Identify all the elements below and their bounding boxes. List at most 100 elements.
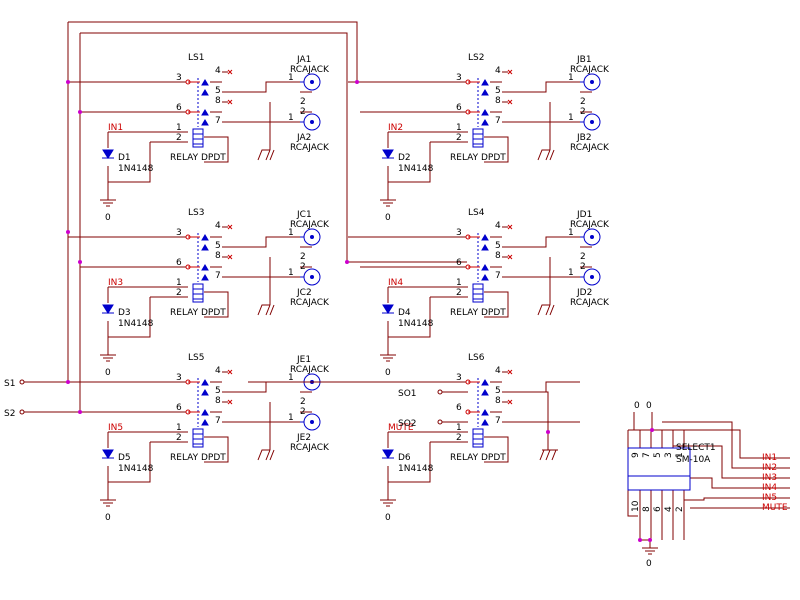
jack-bottom-ref: JE2 [296,433,311,443]
jack-top-pin-sig: 1 [288,228,294,238]
pin-8: 8 [495,251,501,261]
selector-bottom-pin: 10 [631,500,641,512]
pin-2: 2 [456,288,462,298]
junction-dot [638,538,642,542]
pin-3: 3 [456,73,462,83]
relay-value: RELAY DPDT [450,453,506,463]
diode-value: 1N4148 [118,319,154,329]
selector-top-pin: 7 [642,452,652,458]
junction-dot [650,428,654,432]
jack-top-pin-sig: 1 [288,73,294,83]
pin-1: 1 [176,423,182,433]
selector-top-pin: 3 [664,452,674,458]
so2-label: SO2 [398,419,417,429]
input-net-label: IN4 [388,278,403,288]
jack-bottom-pin-sig: 1 [568,268,574,278]
ground-label: 0 [385,368,391,378]
pin-8: 8 [495,396,501,406]
relay-ref: LS2 [468,53,484,63]
relay-ref: LS3 [188,208,204,218]
junction-dot [78,260,82,264]
jack-top-pin-gnd: 2 [300,397,306,407]
diode-ref: D4 [398,308,411,318]
diode-value: 1N4148 [398,464,434,474]
relay-ref: LS4 [468,208,485,218]
jack-top-pin-sig: 1 [568,73,574,83]
jack-bottom-pin-sig: 1 [288,268,294,278]
relay-value: RELAY DPDT [450,153,506,163]
junction-dot [648,538,652,542]
pin-3: 3 [176,228,182,238]
selector-ref: SELECT1 [676,443,716,453]
jack-top-ref: JD1 [576,210,592,220]
pin-1: 1 [456,278,462,288]
input-net-label: IN2 [388,123,403,133]
jack-bottom-pin-gnd: 2 [300,262,306,272]
relay-ref: LS6 [468,353,485,363]
jack-bottom-value: RCAJACK [290,443,330,453]
pin-7: 7 [495,271,501,281]
svg-text:S1: S1 [4,379,15,389]
selector-top-pin: 9 [631,452,641,458]
jack-top-value: RCAJACK [570,65,610,75]
junction-dot [78,110,82,114]
selector-net-in1: IN1 [762,453,777,463]
jack-top-value: RCAJACK [570,220,610,230]
pin-4: 4 [215,66,221,76]
pin-7: 7 [215,416,221,426]
selector-net-in2: IN2 [762,463,777,473]
pin-5: 5 [495,386,501,396]
pin-5: 5 [215,386,221,396]
diode-ref: D2 [398,153,411,163]
relay-ref: LS5 [188,353,204,363]
pin-2: 2 [176,288,182,298]
diode-value: 1N4148 [398,319,434,329]
jack-bottom-value: RCAJACK [290,143,330,153]
selector-net-in3: IN3 [762,473,777,483]
jack-bottom-ref: JC2 [296,288,312,298]
jack-top-ref: JB1 [576,55,592,65]
bus-wires [67,21,467,412]
jack-bottom-ref: JA2 [296,133,311,143]
pin-4: 4 [495,66,501,76]
selector-net-mute: MUTE [762,503,788,513]
pin-4: 4 [215,366,221,376]
junction-dot [355,80,359,84]
pin-2: 2 [176,433,182,443]
jack-top-pin-gnd: 2 [580,97,586,107]
selector-ground [642,547,658,555]
pin-5: 5 [215,241,221,251]
pin-6: 6 [456,103,462,113]
input-net-label: IN3 [108,278,123,288]
jack-bottom-value: RCAJACK [570,143,610,153]
jack-top-pin-sig: 1 [568,228,574,238]
selector-top-pin: 1 [675,452,685,458]
diode-value: 1N4148 [118,164,154,174]
jack-top-value: RCAJACK [290,65,330,75]
input-net-label: IN1 [108,123,123,133]
selector-bottom-pin: 2 [675,506,685,512]
jack-bottom-value: RCAJACK [290,298,330,308]
port-s1[interactable]: S1 [4,379,68,389]
relay-value: RELAY DPDT [170,308,226,318]
jack-bottom-pin-gnd: 2 [300,107,306,117]
ground-label: 0 [105,368,111,378]
pin-6: 6 [176,103,182,113]
relay-ref: LS1 [188,53,204,63]
port-s2[interactable]: S2 [4,409,80,419]
selector-top-zero-1: 0 [634,401,640,411]
jack-top-pin-gnd: 2 [300,252,306,262]
jack-bottom-pin-gnd: 2 [580,262,586,272]
jack-bottom-pin-gnd: 2 [580,107,586,117]
junction-dot [345,260,349,264]
pin-5: 5 [495,241,501,251]
jack-top-ref: JE1 [296,355,311,365]
pin-4: 4 [495,221,501,231]
selector-top-zero-2: 0 [646,401,652,411]
pin-2: 2 [176,133,182,143]
